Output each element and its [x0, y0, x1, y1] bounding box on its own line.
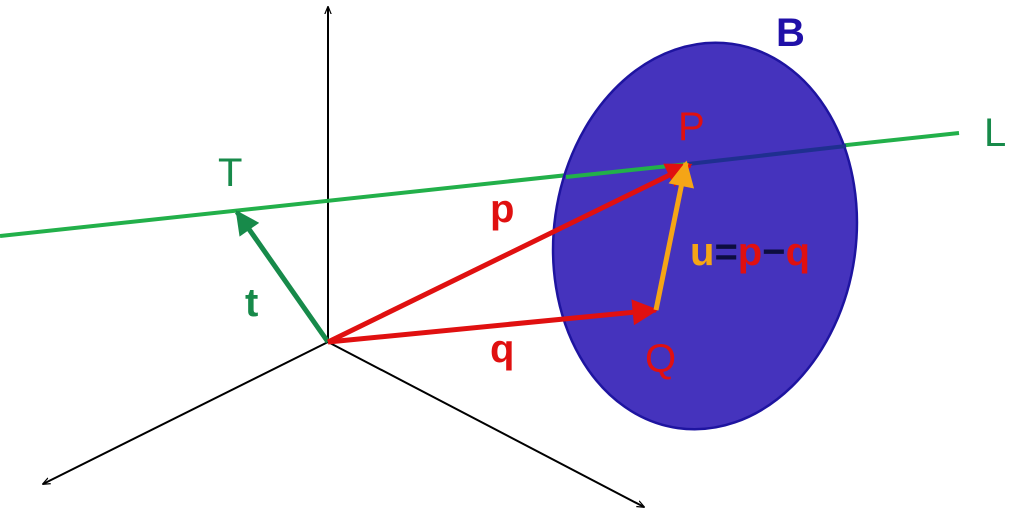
label-L: L [984, 111, 1006, 155]
region-B [551, 41, 859, 431]
vector-q [327, 299, 659, 345]
label-P: P [678, 105, 705, 149]
vector-u [653, 160, 695, 311]
eq-equals: = [714, 230, 737, 274]
label-B: B [776, 11, 805, 55]
label-q: q [490, 327, 514, 371]
x-axis [43, 341, 329, 484]
equation-u-equals-p-minus-q: u=p−q [690, 230, 810, 274]
y-axis [327, 341, 644, 507]
vector-p [326, 162, 693, 345]
eq-p: p [738, 230, 762, 274]
label-T: T [218, 151, 242, 195]
eq-u: u [690, 230, 714, 274]
vector-t [234, 210, 331, 344]
line-L-behind-region [687, 144, 847, 166]
eq-minus: − [762, 230, 785, 274]
label-t: t [245, 281, 258, 325]
label-Q: Q [645, 337, 676, 381]
eq-q: q [786, 230, 810, 274]
label-p: p [490, 187, 514, 231]
